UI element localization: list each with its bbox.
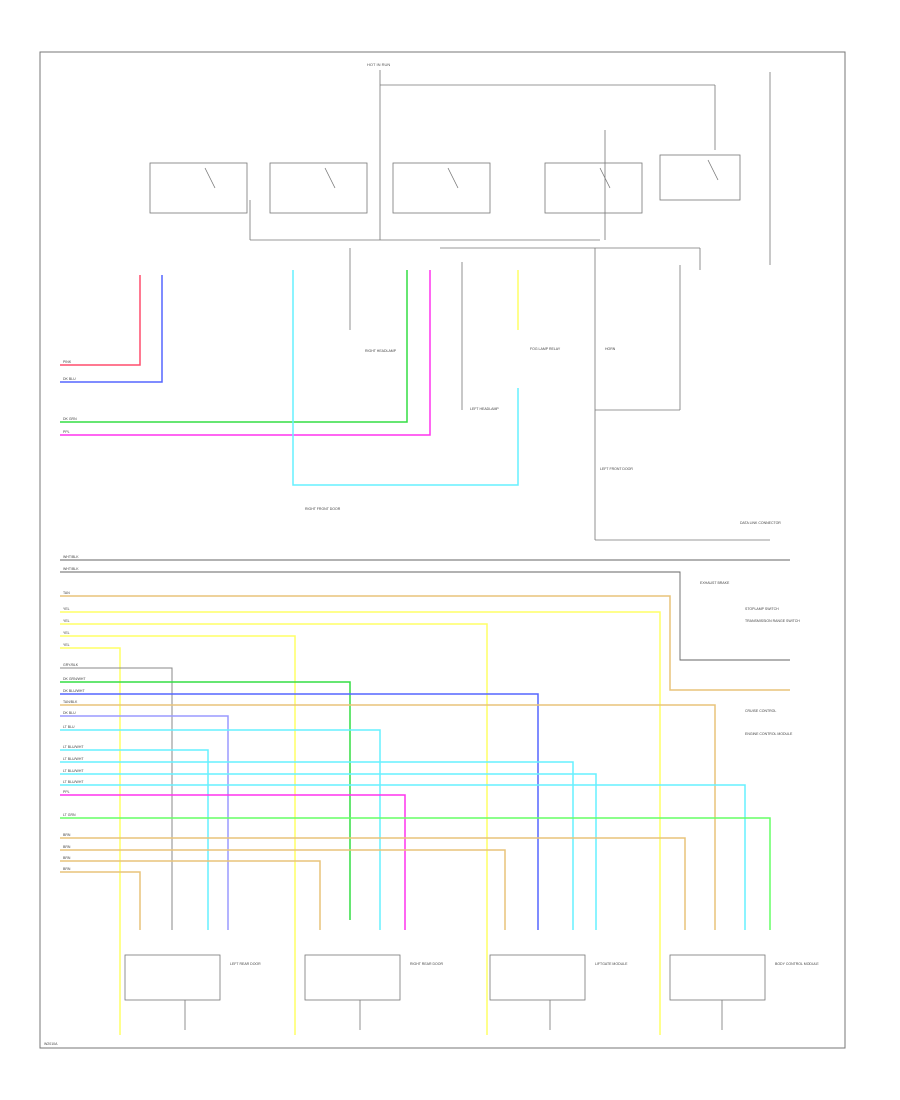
top-label: HOT IN RUN — [367, 62, 390, 67]
label-yel-3: YEL — [63, 631, 70, 635]
relay-box-4 — [544, 162, 643, 214]
label-ltblu-3: LT BLU/WHT — [63, 769, 84, 773]
wire-yel-3 — [60, 635, 296, 1035]
wire-red — [60, 275, 141, 366]
label-dkblu-2: DK BLU — [63, 711, 76, 715]
left-wire-labels: PINK DK BLU DK GRN PPL WHT/BLK WHT/BLK T… — [63, 360, 86, 871]
wire-yel-1 — [60, 611, 661, 1035]
relay-box-3 — [392, 162, 491, 214]
wire-tan-top — [60, 595, 790, 691]
relay-box-2 — [269, 162, 368, 214]
label-whtblk-1: WHT/BLK — [63, 555, 79, 559]
label-yel-4: YEL — [63, 643, 70, 647]
wire-cyan-top — [292, 270, 519, 486]
relay-section — [149, 70, 771, 541]
wire-tan-mid — [60, 704, 716, 930]
label-yel-1: YEL — [63, 607, 70, 611]
wire-magenta-mid — [60, 794, 406, 930]
comp-c2: LEFT HEADLAMP — [470, 407, 499, 411]
wire-blue — [60, 275, 163, 383]
wire-cyan-3 — [60, 773, 597, 930]
comp-c3: FOG LAMP RELAY — [530, 347, 561, 351]
wire-yel-4 — [60, 647, 121, 1035]
wire-viol — [60, 715, 229, 930]
note-2: EXHAUST BRAKE — [700, 581, 730, 585]
comp-c11: LIFTGATE MODULE — [595, 962, 628, 966]
comp-c10: RIGHT REAR DOOR — [410, 962, 443, 966]
comp-c12: BODY CONTROL MODULE — [775, 962, 819, 966]
note-4: TRANSMISSION RANGE SWITCH — [745, 619, 800, 623]
label-ltblu-2: LT BLU/WHT — [63, 757, 84, 761]
label-dkgrn: DK GRN — [63, 417, 77, 421]
label-ltgrn: LT GRN — [63, 813, 76, 817]
bottom-modules — [124, 954, 766, 1030]
wire-cyan-2 — [60, 761, 574, 930]
wire-brn-1 — [60, 837, 686, 930]
label-dkblu: DK BLU — [63, 377, 76, 381]
wire-brn-3 — [60, 860, 321, 930]
wire-cyan-1 — [60, 749, 209, 930]
label-gryblk: GRY/BLK — [63, 663, 79, 667]
label-pink: PINK — [63, 360, 72, 364]
comp-c4: HORN — [605, 347, 616, 351]
note-5: CRUISE CONTROL — [745, 709, 776, 713]
label-ppl: PPL — [63, 430, 70, 434]
wire-brn-2 — [60, 849, 506, 930]
wire-brn-4 — [60, 871, 141, 930]
label-ltblu-1: LT BLU/WHT — [63, 745, 84, 749]
colored-wires — [60, 270, 790, 1035]
wire-grn-mid — [60, 681, 351, 920]
wire-magenta — [60, 270, 431, 436]
component-labels: RIGHT HEADLAMP LEFT HEADLAMP FOG LAMP RE… — [230, 347, 819, 966]
label-brn-2: BRN — [63, 845, 71, 849]
wire-gry — [60, 667, 173, 930]
wire-blk-2 — [60, 571, 790, 661]
diagram-border — [39, 51, 846, 1049]
right-notes: DATA LINK CONNECTOR EXHAUST BRAKE STOPLA… — [700, 521, 800, 736]
footer-code: W2010A — [44, 1042, 58, 1046]
note-6: ENGINE CONTROL MODULE — [745, 732, 793, 736]
wire-cyan-4 — [60, 784, 746, 930]
wire-yel-2 — [60, 623, 488, 1035]
label-brn-4: BRN — [63, 867, 71, 871]
comp-c1: RIGHT HEADLAMP — [365, 349, 397, 353]
label-dkgrnwht: DK GRN/WHT — [63, 677, 86, 681]
relay-box-1 — [149, 162, 248, 214]
label-ltblu-4: LT BLU/WHT — [63, 780, 84, 784]
label-dkbluwht: DK BLU/WHT — [63, 689, 85, 693]
note-1: DATA LINK CONNECTOR — [740, 521, 781, 525]
label-yel-2: YEL — [63, 619, 70, 623]
label-ppl-2: PPL — [63, 790, 70, 794]
comp-c6: LEFT FRONT DOOR — [600, 467, 633, 471]
label-brn-3: BRN — [63, 856, 71, 860]
comp-c5: RIGHT FRONT DOOR — [305, 507, 341, 511]
label-ltblu: LT BLU — [63, 725, 75, 729]
module-1 — [124, 954, 221, 1001]
wire-blu-mid — [60, 693, 539, 930]
label-tan: TAN — [63, 591, 70, 595]
module-3 — [489, 954, 586, 1001]
module-2 — [304, 954, 401, 1001]
label-brn-1: BRN — [63, 833, 71, 837]
label-whtblk-2: WHT/BLK — [63, 567, 79, 571]
note-3: STOPLAMP SWITCH — [745, 607, 779, 611]
wire-ltgrn — [60, 817, 771, 930]
wire-cyan-a — [60, 729, 381, 930]
wire-green — [60, 270, 408, 423]
comp-c9: LEFT REAR DOOR — [230, 962, 261, 966]
label-tanblk: TAN/BLK — [63, 700, 78, 704]
relay-box-5 — [659, 154, 741, 201]
module-4 — [669, 954, 766, 1001]
